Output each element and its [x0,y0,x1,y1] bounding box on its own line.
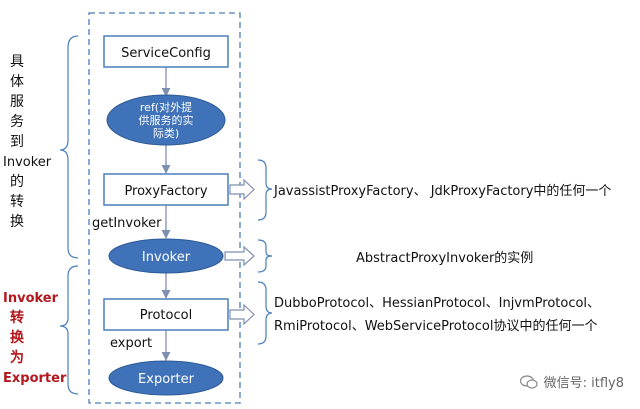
left-char-7: 转 [10,194,24,210]
protocol-impl-note-line1: DubboProtocol、HessianProtocol、InjvmProto… [274,296,600,311]
protocol-box [103,298,229,331]
ref-label-line3: 际类) [153,126,179,140]
getinvoker-label: getInvoker [92,216,162,231]
export-flow-container [88,12,241,404]
invoker-ellipse [108,238,224,274]
export-label: export [110,336,152,351]
proxyfactory-arrow-right [229,178,255,201]
invoker-impl-note: AbstractProxyInvoker的实例 [356,250,533,266]
left-red-4: Exporter [3,371,67,386]
left-char-1: 体 [10,74,24,90]
left-char-4: 到 [10,134,24,150]
wechat-watermark: 微信号: itfly8 [519,372,624,391]
ref-label-line2: 供服务的实 [139,113,194,127]
ref-label-line1: ref(对外提 [140,100,192,114]
left-char-8: 换 [10,213,24,230]
invoker-note-brace [257,239,273,273]
protocol-label: Protocol [140,308,192,323]
left-label-service-to-invoker: 具 体 服 务 到 Invoker 的 转 换 [3,54,52,230]
left-char-2: 服 [10,94,24,110]
protocol-arrow-right [229,303,255,326]
top-left-brace [59,35,79,259]
watermark-text: 微信号: itfly8 [543,376,624,391]
proxyfactory-label: ProxyFactory [124,184,207,199]
left-char-6: 的 [10,174,24,190]
proxyfactory-box [103,173,229,206]
left-char-5: Invoker [3,155,52,170]
protocol-impl-note-line2: RmiProtocol、WebServiceProtocol协议中的任何一个 [274,318,597,334]
exporter-ellipse [108,360,224,396]
exporter-label: Exporter [138,372,195,387]
bottom-left-brace [59,265,79,395]
left-char-0: 具 [10,54,24,70]
serviceconfig-label: ServiceConfig [121,46,211,61]
left-red-0: Invoker [3,291,59,306]
left-char-3: 务 [10,114,24,130]
invoker-arrow-right [224,245,255,267]
serviceconfig-box [103,35,229,68]
left-label-invoker-to-exporter: Invoker 转 换 为 Exporter [3,291,67,386]
proxyfactory-note-brace [257,159,273,221]
ref-ellipse [106,94,226,146]
left-red-2: 换 [10,329,25,346]
left-red-1: 转 [10,309,24,326]
invoker-label: Invoker [142,250,191,265]
protocol-note-brace [257,281,273,345]
wechat-icon [519,374,538,389]
left-red-3: 为 [10,349,24,366]
proxyfactory-impl-note: JavassistProxyFactory、 JdkProxyFactory中的… [273,183,611,199]
